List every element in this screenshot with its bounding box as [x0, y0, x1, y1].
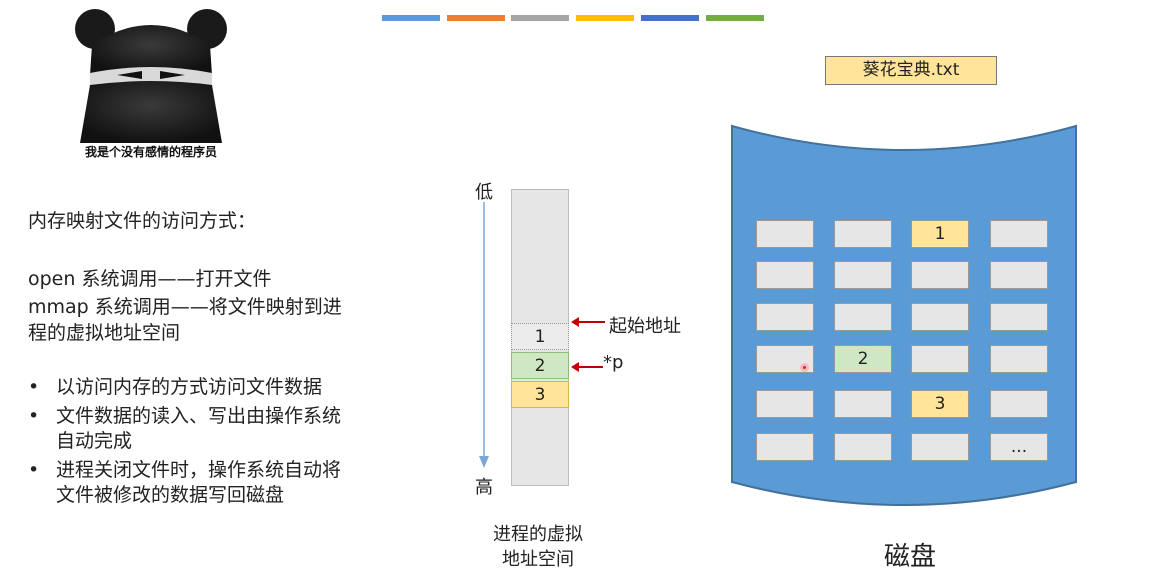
meme-avatar: 我是个没有感情的程序员 — [62, 5, 240, 163]
pointer-p-label: *p — [603, 352, 624, 373]
disk-block — [756, 220, 814, 248]
disk-block — [834, 303, 892, 331]
disk-block — [834, 433, 892, 461]
bullet-dot: • — [28, 405, 40, 427]
disk-block — [756, 433, 814, 461]
list-item: • 进程关闭文件时，操作系统自动将 文件被修改的数据写回磁盘 — [28, 458, 341, 508]
disk-block — [990, 303, 1048, 331]
list-item-line: 文件被修改的数据写回磁盘 — [56, 484, 285, 506]
list-item: • 以访问内存的方式访问文件数据 — [28, 375, 341, 400]
disk-block: 2 — [834, 345, 892, 373]
disk-block — [990, 261, 1048, 289]
disk-block — [911, 433, 969, 461]
disk-block: ... — [990, 433, 1048, 461]
bullet-dot: • — [28, 459, 40, 481]
mapped-page-3: 3 — [511, 381, 569, 408]
high-address-label: 高 — [475, 477, 493, 498]
address-space-caption: 进程的虚拟 地址空间 — [468, 522, 608, 572]
mapped-page-1: 1 — [511, 323, 569, 350]
list-item-line: 以访问内存的方式访问文件数据 — [56, 376, 323, 398]
disk-block — [990, 390, 1048, 418]
file-name-label: 葵花宝典.txt — [825, 56, 997, 85]
list-item-line: 文件数据的读入、写出由操作系统 — [56, 405, 342, 427]
disk-block: 1 — [911, 220, 969, 248]
pointer-arrows — [571, 317, 605, 372]
bullet-dot: • — [28, 376, 40, 398]
start-address-label: 起始地址 — [609, 316, 681, 337]
disk-block — [911, 303, 969, 331]
feature-list: • 以访问内存的方式访问文件数据 • 文件数据的读入、写出由操作系统 自动完成 … — [28, 375, 341, 512]
caption-line: 进程的虚拟 — [493, 524, 583, 545]
color-bar-4 — [576, 15, 634, 21]
masked-face-icon — [75, 9, 227, 143]
address-direction-arrow — [479, 202, 489, 468]
disk-caption: 磁盘 — [883, 542, 936, 572]
disk-block — [834, 390, 892, 418]
color-bar-3 — [511, 15, 569, 21]
mouse-cursor-dot — [800, 363, 809, 372]
disk-block — [911, 261, 969, 289]
disk-block — [756, 390, 814, 418]
mapped-page-2: 2 — [511, 352, 569, 379]
list-item: • 文件数据的读入、写出由操作系统 自动完成 — [28, 404, 341, 454]
disk-block — [834, 220, 892, 248]
section-heading: 内存映射文件的访问方式： — [28, 210, 257, 232]
disk-block — [834, 261, 892, 289]
color-bar-5 — [641, 15, 699, 21]
meme-caption: 我是个没有感情的程序员 — [84, 145, 217, 159]
mmap-call-line-cont: 程的虚拟地址空间 — [28, 322, 181, 344]
disk-block — [756, 345, 814, 373]
color-bar-1 — [382, 15, 440, 21]
list-item-line: 进程关闭文件时，操作系统自动将 — [56, 459, 342, 481]
open-call-line: open 系统调用——打开文件 — [28, 268, 272, 290]
low-address-label: 低 — [475, 182, 493, 203]
disk-block — [911, 345, 969, 373]
disk-block — [756, 303, 814, 331]
disk-block — [990, 345, 1048, 373]
caption-line: 地址空间 — [502, 549, 574, 570]
disk-block: 3 — [911, 390, 969, 418]
color-bar-2 — [447, 15, 505, 21]
color-bar-6 — [706, 15, 764, 21]
list-item-line: 自动完成 — [56, 430, 133, 452]
mmap-call-line: mmap 系统调用——将文件映射到进 — [28, 296, 342, 318]
disk-block — [990, 220, 1048, 248]
disk-block — [756, 261, 814, 289]
